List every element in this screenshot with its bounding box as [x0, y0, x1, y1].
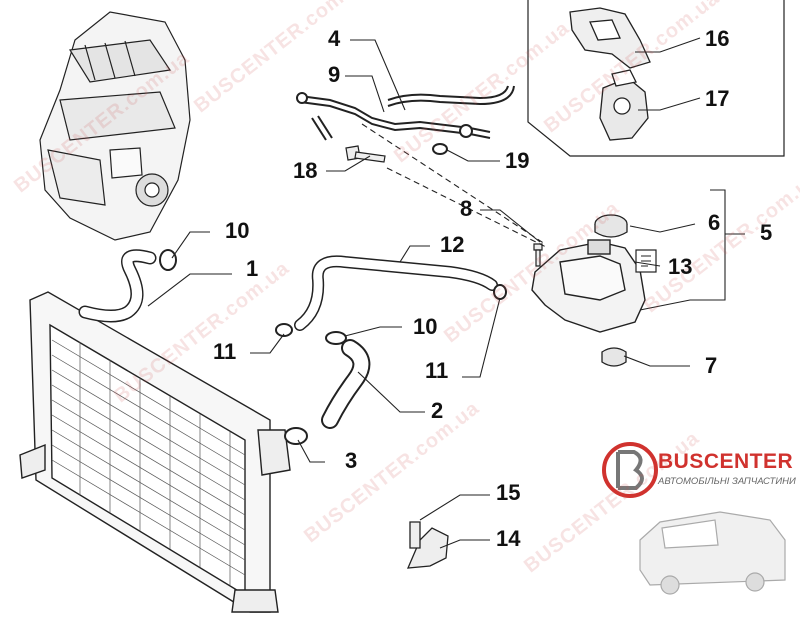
label-13-drawing	[635, 249, 657, 273]
callout-6: 6	[708, 210, 721, 235]
cap-6-drawing	[594, 214, 628, 238]
buscenter-logo: BUSCENTER АВТОМОБІЛЬНІ ЗАПЧАСТИНИ	[600, 432, 796, 502]
logo-name: BUSCENTER	[658, 450, 794, 473]
callout-9: 9	[328, 62, 341, 87]
housing-16-drawing	[569, 7, 651, 69]
callout-4: 4	[328, 26, 341, 51]
callout-10-top: 10	[225, 218, 250, 243]
callout-10-mid: 10	[413, 314, 438, 339]
inset-frame	[527, 0, 785, 157]
pipe-4-9-drawing	[296, 85, 515, 141]
engine-block-drawing	[39, 11, 191, 241]
callout-18: 18	[293, 158, 318, 183]
leader-lines	[147, 37, 745, 549]
callout-11-right: 11	[425, 358, 449, 383]
logo-mark	[602, 442, 658, 498]
callout-13: 13	[668, 254, 693, 279]
expansion-tank-drawing	[531, 239, 646, 333]
radiator-drawing	[19, 291, 291, 613]
callout-15: 15	[496, 480, 521, 505]
callout-14: 14	[496, 526, 521, 551]
cap-7-drawing	[601, 347, 627, 367]
bus-image	[639, 511, 786, 595]
callout-8: 8	[460, 196, 473, 221]
logo-tagline: АВТОМОБІЛЬНІ ЗАПЧАСТИНИ	[658, 476, 796, 487]
callout-17: 17	[705, 86, 730, 111]
callout-16: 16	[705, 26, 730, 51]
bracket-14-drawing	[406, 521, 449, 569]
callout-11-left: 11	[213, 339, 237, 364]
washer-19-drawing	[432, 143, 448, 155]
callout-2: 2	[431, 398, 444, 423]
bolt-8-drawing	[533, 243, 543, 267]
thermostat-17-drawing	[599, 69, 649, 141]
callout-12: 12	[440, 232, 465, 257]
callout-1: 1	[246, 256, 259, 281]
bolt-18-drawing	[345, 145, 386, 163]
callout-5: 5	[760, 220, 773, 245]
callout-19: 19	[505, 148, 530, 173]
callout-3: 3	[345, 448, 358, 473]
callout-7: 7	[705, 353, 718, 378]
